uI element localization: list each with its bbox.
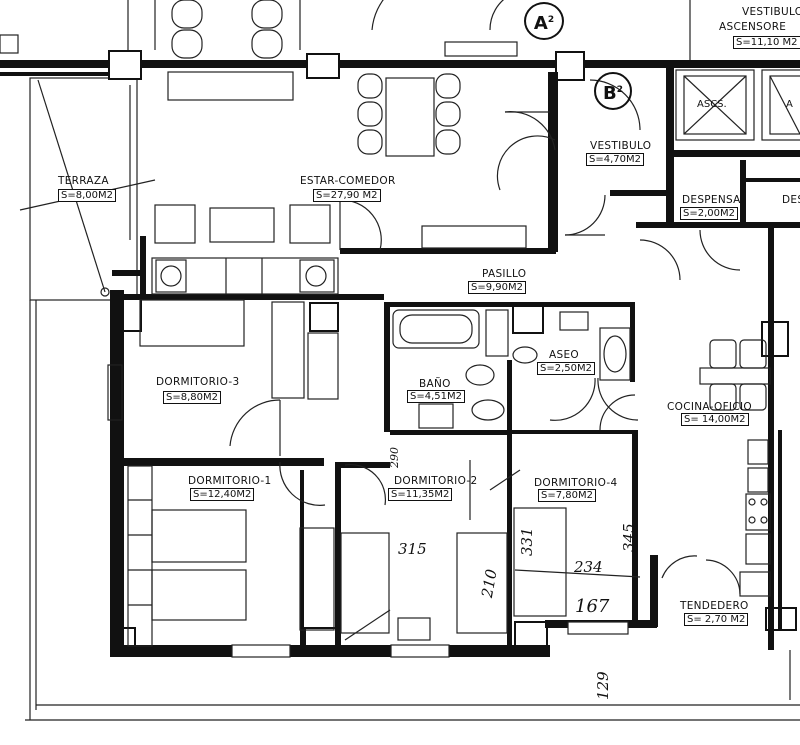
top-chairs xyxy=(171,0,518,59)
despensa-left-wall xyxy=(610,190,670,196)
bano-left-wall xyxy=(384,302,390,432)
label-bano: BAÑO xyxy=(419,378,451,390)
cocina-right-wall xyxy=(768,225,774,650)
estar-doors xyxy=(496,79,741,281)
left-window xyxy=(107,364,123,421)
area-dormitorio-4: S=7,80M2 xyxy=(538,489,596,502)
elevator-right-label: A xyxy=(786,99,793,110)
label-estar-comedor: ESTAR-COMEDOR xyxy=(300,175,396,187)
dim-234: 234 xyxy=(574,558,603,576)
dim-167: 167 xyxy=(575,596,610,617)
label-vestibulo: VESTIBULO xyxy=(590,140,652,152)
dim-345: 345 xyxy=(620,523,638,552)
area-tendedero: S= 2,70 M2 xyxy=(684,613,749,626)
d1-d2-wall xyxy=(335,462,341,652)
cocina-right-wall-2 xyxy=(778,430,782,630)
label-dormitorio-3: DORMITORIO-3 xyxy=(156,376,240,388)
d1-furniture xyxy=(127,465,335,658)
asc-bottom-wall xyxy=(666,150,800,157)
area-vestibulo: S=4,70M2 xyxy=(586,153,644,166)
section-mark-b2-sup: 2 xyxy=(616,85,623,95)
top-wall-rail xyxy=(0,72,110,76)
d4-right-wall xyxy=(650,555,658,627)
d1-closet-wall xyxy=(300,470,304,650)
bano-bottom-wall xyxy=(390,430,512,435)
aseo-right-wall xyxy=(630,302,635,382)
columns xyxy=(108,50,797,657)
section-mark-b2-letter: B xyxy=(603,83,617,104)
d4-right-inner-wall xyxy=(632,430,638,620)
estar-left-wall xyxy=(140,236,146,296)
estar-bottom-wall xyxy=(340,248,556,254)
dim-331: 331 xyxy=(518,527,536,556)
d3-top-wall xyxy=(124,294,384,300)
despensa-mid-wall xyxy=(740,160,746,225)
d2-top-stub xyxy=(340,462,390,468)
d2-furniture xyxy=(340,460,521,658)
dim-315: 315 xyxy=(398,540,427,558)
dim-129: 129 xyxy=(594,671,612,700)
despensa-top-inner xyxy=(746,178,800,182)
section-mark-a2-letter: A xyxy=(533,13,548,34)
elevator-boxes xyxy=(675,69,800,141)
label-tendedero: TENDEDERO xyxy=(680,600,749,612)
d3-bottom-wall xyxy=(124,458,324,466)
d2-d4-wall xyxy=(507,360,512,650)
area-aseo: S=2,50M2 xyxy=(537,362,595,375)
area-dormitorio-2: S=11,35M2 xyxy=(388,488,453,501)
dim-290: 290 xyxy=(388,447,401,468)
label-despensa-partial: DES xyxy=(782,194,800,206)
bottom-ext-wall xyxy=(110,645,550,657)
area-dormitorio-1: S=12,40M2 xyxy=(190,488,255,501)
vestibulo-right-wall xyxy=(666,65,674,225)
d4-top-wall xyxy=(507,430,637,434)
area-despensa: S=2,00M2 xyxy=(680,207,738,220)
area-terraza: S=8,00M2 xyxy=(58,189,116,202)
elevator-left-label: ASCS. xyxy=(697,99,727,110)
label-aseo: ASEO xyxy=(549,349,579,361)
area-vestibulo-ascensores: S=11,10 M2 xyxy=(733,36,800,49)
area-cocina-oficio: S= 14,00M2 xyxy=(681,413,749,426)
label-vestibulo-ascensores-1: VESTIBULO xyxy=(742,6,800,18)
label-vestibulo-ascensores-2: ASCENSORE xyxy=(719,21,787,33)
estar-right-wall xyxy=(548,72,558,252)
cocina-fixtures xyxy=(661,339,771,597)
label-cocina-oficio: COCINA-OFICIO xyxy=(667,401,752,413)
area-bano: S=4,51M2 xyxy=(407,390,465,403)
label-terraza: TERRAZA xyxy=(58,175,109,187)
despensa-bottom-wall xyxy=(636,222,800,228)
section-mark-a2-sup: 2 xyxy=(547,15,555,25)
top-wall xyxy=(0,60,800,68)
label-dormitorio-4: DORMITORIO-4 xyxy=(534,477,618,489)
label-pasillo: PASILLO xyxy=(482,268,527,280)
section-mark-a2: A2 xyxy=(524,2,564,40)
area-dormitorio-3: S=8,80M2 xyxy=(163,391,221,404)
section-mark-b2: B2 xyxy=(594,72,632,110)
left-ext-wall xyxy=(110,290,124,650)
label-dormitorio-2: DORMITORIO-2 xyxy=(394,475,478,487)
label-dormitorio-1: DORMITORIO-1 xyxy=(188,475,272,487)
terraza-corner xyxy=(112,270,142,276)
bano-fixtures xyxy=(392,309,639,429)
area-pasillo: S=9,90M2 xyxy=(468,281,526,294)
area-estar-comedor: S=27,90 M2 xyxy=(313,189,381,202)
top-left-stub xyxy=(0,34,19,54)
bano-top-wall xyxy=(384,302,634,307)
d4-furniture xyxy=(513,394,641,635)
d3-furniture xyxy=(139,299,387,506)
label-despensa: DESPENSA xyxy=(682,194,741,206)
